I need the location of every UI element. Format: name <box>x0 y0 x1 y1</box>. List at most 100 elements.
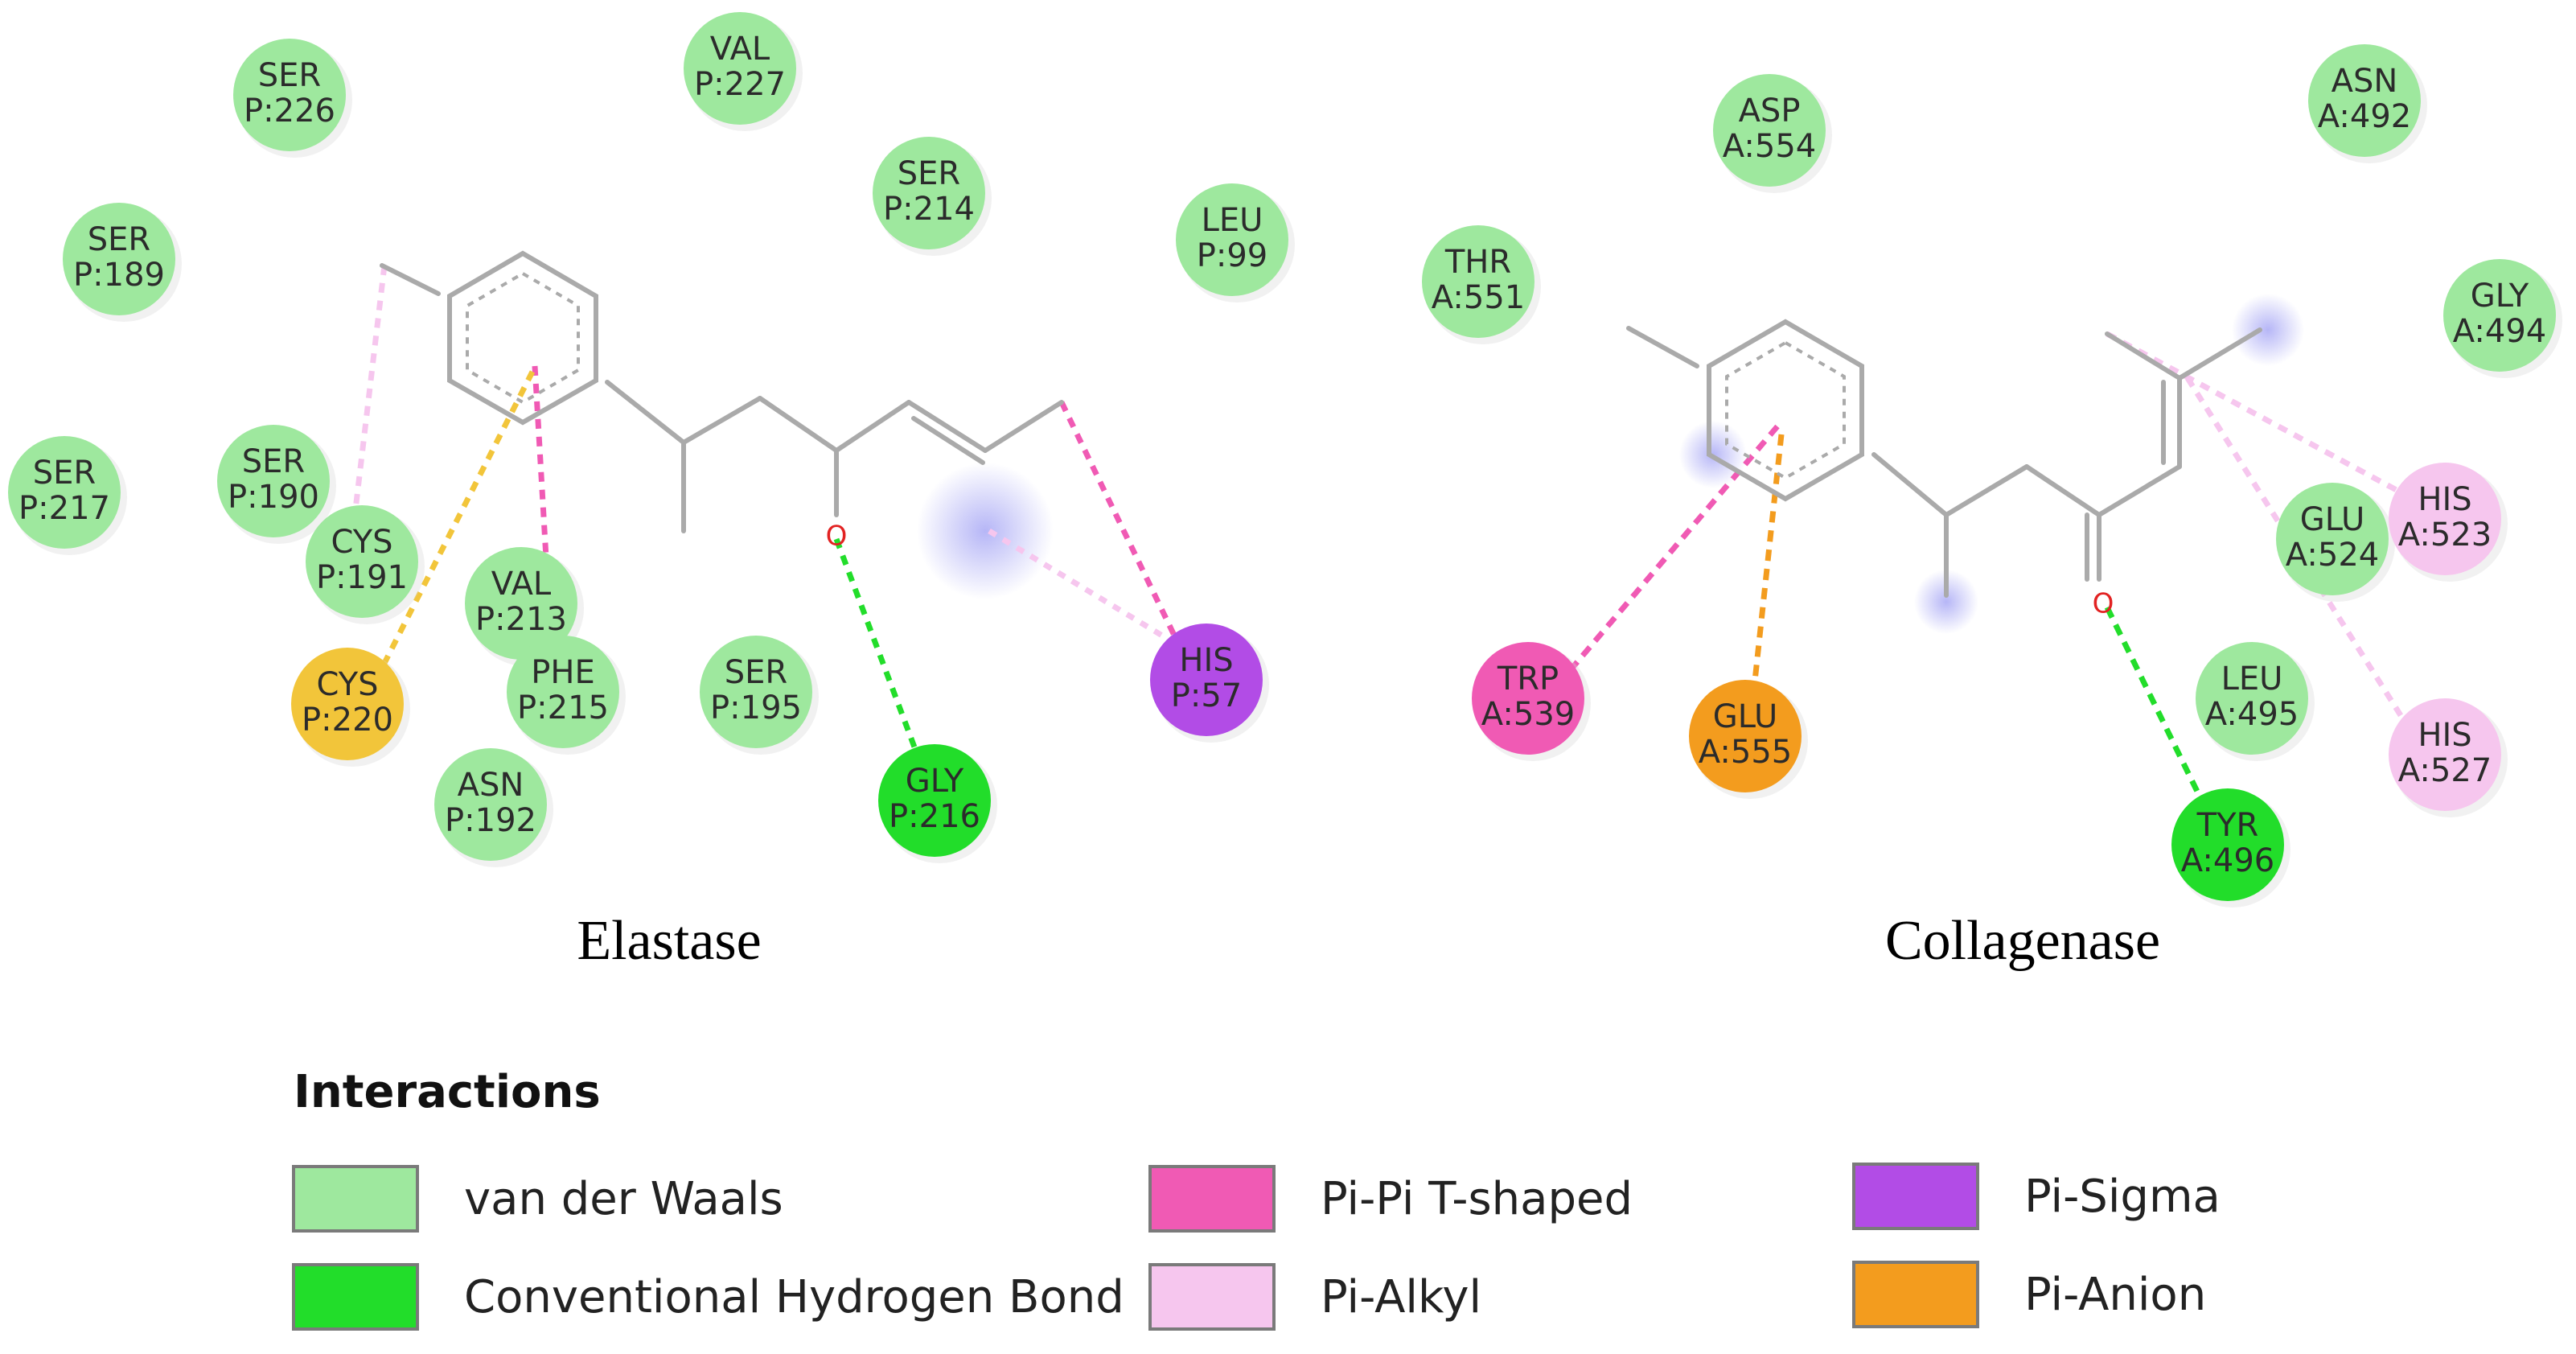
glow-line-his57 <box>988 529 1164 638</box>
residue-disc <box>1176 183 1288 296</box>
residue-disc <box>873 137 985 249</box>
legend-item-hbond: Conventional Hydrogen Bond <box>292 1263 1124 1331</box>
residue-disc <box>878 744 991 857</box>
residue-id: A:555 <box>1699 734 1792 771</box>
ligand-glows <box>917 294 2304 634</box>
pialkyl-line-his527 <box>2185 377 2411 730</box>
residue-id: A:523 <box>2398 516 2492 554</box>
residue-id: A:524 <box>2286 537 2379 574</box>
residue-disc <box>2308 44 2421 157</box>
residue-id: A:551 <box>1432 279 1525 316</box>
residue-id: P:190 <box>228 479 319 516</box>
residue-disc <box>434 748 547 861</box>
legend-label-pianion: Pi-Anion <box>2024 1268 2207 1321</box>
residue-name: GLU <box>2300 501 2365 538</box>
residue-disc <box>2443 259 2556 372</box>
residue-disc <box>306 505 418 618</box>
pisulfur-line-cys220 <box>375 370 536 677</box>
residue-disc <box>2389 698 2501 811</box>
residue-name: CYS <box>331 524 392 561</box>
residue-disc <box>1150 623 1263 736</box>
residue-disc <box>2389 463 2501 575</box>
caption-collagenase: Collagenase <box>1884 910 2161 972</box>
oxygen-label: O <box>2093 588 2114 620</box>
residue-id: A:492 <box>2318 98 2411 135</box>
residue-disc <box>1689 680 1802 792</box>
residue-id: P:227 <box>694 66 786 103</box>
residue-name: ASP <box>1739 93 1801 130</box>
glow-collagenase-methyl <box>2232 294 2304 366</box>
residue-id: P:215 <box>517 689 609 726</box>
residue-disc <box>2276 483 2389 595</box>
residue-disc <box>1422 225 1535 338</box>
residue-disc <box>700 636 812 748</box>
pisigma-line-his57 <box>1058 401 1181 645</box>
residue-id: P:99 <box>1197 237 1268 274</box>
residue-id: A:495 <box>2205 696 2299 733</box>
glow-collagenase-methine <box>1914 570 1978 634</box>
residue-id: P:191 <box>316 559 408 596</box>
hbond-line-gly216 <box>833 537 924 766</box>
legend-item-vdw: van der Waals <box>292 1165 783 1233</box>
residue-disc <box>507 636 619 748</box>
legend-swatch-pisigma <box>1852 1163 1979 1230</box>
residue-name: SER <box>898 155 960 192</box>
legend-swatch-pialkyl <box>1148 1263 1276 1331</box>
caption-elastase: Elastase <box>577 910 762 972</box>
residue-id: A:494 <box>2453 313 2546 350</box>
residue-name: GLY <box>906 763 964 800</box>
legend-swatch-pipi <box>1148 1165 1276 1233</box>
legend-swatch-pianion <box>1852 1261 1979 1328</box>
residue-disc <box>8 436 121 549</box>
legend-label-pialkyl: Pi-Alkyl <box>1321 1270 1482 1323</box>
residue-name: VAL <box>710 31 770 68</box>
legend-item-pipi: Pi-Pi T-shaped <box>1148 1165 1633 1233</box>
residue-name: ASN <box>2332 63 2398 100</box>
residue-disc <box>63 203 175 315</box>
residue-name: LEU <box>1202 202 1263 239</box>
pianion-line-glu555 <box>1750 434 1785 697</box>
residue-disc <box>465 547 577 660</box>
residue-name: HIS <box>2418 481 2471 518</box>
residue-disc <box>233 39 346 151</box>
residue-name: HIS <box>2418 717 2471 754</box>
residue-name: THR <box>1444 244 1511 281</box>
vdw-line-val213 <box>532 365 550 572</box>
residue-name: SER <box>258 57 321 94</box>
pipi-line-trp539 <box>1570 424 1780 670</box>
residue-name: TYR <box>2196 807 2259 844</box>
residue-name: SER <box>725 654 787 691</box>
residue-id: A:539 <box>1481 696 1575 733</box>
residue-disc <box>217 425 330 537</box>
legend-title: Interactions <box>294 1066 601 1118</box>
residue-name: GLY <box>2471 278 2529 315</box>
legend-label-vdw: van der Waals <box>464 1172 783 1225</box>
legend-swatch-hbond <box>292 1263 419 1331</box>
residue-name: PHE <box>531 654 594 691</box>
residue-id: P:213 <box>475 601 567 638</box>
residue-name: HIS <box>1179 642 1233 679</box>
interaction-lines <box>351 265 2414 806</box>
residue-name: GLU <box>1713 698 1778 735</box>
legend-item-pisigma: Pi-Sigma <box>1852 1163 2221 1230</box>
legend-label-pipi: Pi-Pi T-shaped <box>1321 1172 1633 1225</box>
residue-disc <box>2196 642 2308 755</box>
collagenase-ligand: O <box>1626 319 2262 620</box>
